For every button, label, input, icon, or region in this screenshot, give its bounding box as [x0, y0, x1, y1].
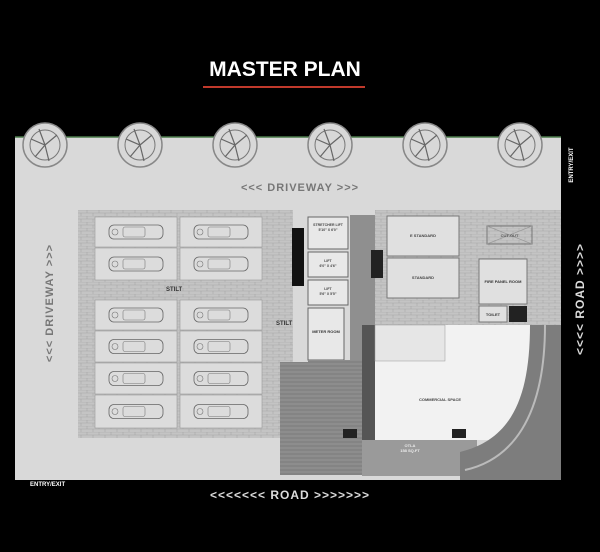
car-icon — [108, 404, 164, 419]
lift-1-size: 6'0" X 4'6" — [319, 264, 337, 268]
page-title: MASTER PLAN — [209, 58, 361, 81]
car-icon — [193, 307, 249, 323]
driveway-left-label: <<< DRIVEWAY >>> — [44, 243, 56, 363]
building-base — [280, 360, 362, 475]
car-icon — [193, 339, 249, 354]
room-e-standard — [386, 215, 460, 257]
parking-slot — [94, 216, 178, 248]
entry-exit-right-label: ENTRY/EXIT — [569, 147, 575, 183]
parking-slot — [179, 247, 263, 281]
parking-slot — [179, 330, 263, 363]
meter-room-label: METER ROOM — [312, 329, 340, 334]
parking-slot — [179, 362, 263, 395]
lift-1-room — [307, 251, 349, 278]
lift-1-name: LIFT — [324, 259, 332, 263]
toilet-shaft — [509, 306, 527, 322]
otla-area: 158 SQ.FT — [400, 448, 420, 453]
title-underline — [203, 86, 365, 88]
car-icon — [193, 256, 249, 272]
cut-out-label: CUT-OUT — [500, 233, 519, 238]
fire-panel-room — [478, 258, 528, 305]
room-standard-label: STANDARD — [411, 275, 435, 280]
tree-icon — [212, 122, 258, 168]
road-curve — [460, 325, 561, 480]
car-icon — [193, 224, 249, 240]
building-shadow — [362, 325, 375, 475]
car-icon — [108, 307, 164, 323]
lift-2-name: LIFT — [324, 287, 332, 291]
car-icon — [193, 404, 249, 419]
tree-icon — [22, 122, 68, 168]
stretcher-lift-room — [307, 216, 349, 250]
lift-2-room — [307, 279, 349, 306]
otla-name: OTLA — [404, 443, 416, 448]
parking-slot — [179, 216, 263, 248]
staircase — [292, 228, 304, 286]
road-right-label: <<<< ROAD >>>> — [573, 242, 587, 356]
parking-slot — [94, 394, 178, 429]
parking-slots — [94, 216, 263, 429]
toilet-room — [478, 305, 508, 323]
stair-commercial — [374, 324, 446, 362]
shaft — [371, 250, 383, 278]
driveway-top-label: <<< DRIVEWAY >>> — [240, 182, 360, 194]
car-icon — [108, 256, 164, 272]
room-standard — [386, 257, 460, 299]
toilet-label: TOILET — [485, 312, 501, 317]
car-icon — [108, 339, 164, 354]
road-bottom-label: <<<<<<< ROAD >>>>>>> — [209, 488, 371, 502]
parking-slot — [94, 330, 178, 363]
tree-icon — [117, 122, 163, 168]
stilt-label-1: STILT — [166, 287, 183, 293]
stretcher-lift-size: 5'10" X 6'0" — [318, 228, 338, 232]
shaft-right — [452, 429, 466, 438]
car-icon — [108, 224, 164, 240]
cut-out — [486, 225, 533, 245]
road-curve-line — [464, 324, 546, 471]
stretcher-lift-name: STRETCHER LIFT — [313, 223, 343, 227]
room-e-standard-label: E STANDARD — [410, 233, 436, 238]
meter-room — [307, 307, 345, 361]
fire-panel-room-label: FIRE PANEL ROOM — [484, 279, 522, 284]
shaft-left — [343, 429, 357, 438]
parking-slot — [94, 362, 178, 395]
parking-slot — [179, 299, 263, 331]
lift-2-size: 5'6" X 5'5" — [319, 292, 337, 296]
stilt-label-2: STILT — [276, 321, 293, 327]
tree-icon — [402, 122, 448, 168]
parking-slot — [94, 299, 178, 331]
entry-exit-bottom-label: ENTRY/EXIT — [30, 482, 66, 488]
otla — [362, 440, 477, 476]
car-icon — [108, 371, 164, 386]
parking-slot — [179, 394, 263, 429]
tree-icon — [497, 122, 543, 168]
parking-slot — [94, 247, 178, 281]
trees — [22, 122, 543, 168]
commercial-space-label: COMMERCIAL SPACE — [418, 397, 462, 402]
tree-icon — [307, 122, 353, 168]
car-icon — [193, 371, 249, 386]
